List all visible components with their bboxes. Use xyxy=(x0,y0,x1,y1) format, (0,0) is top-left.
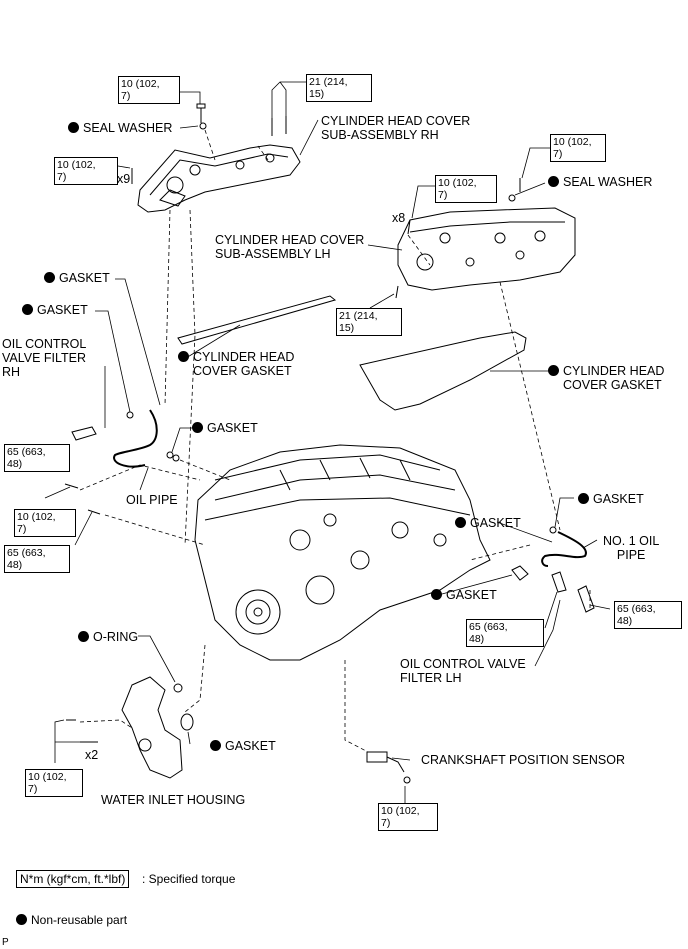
non-reusable-icon xyxy=(431,589,442,600)
cylinder-head-cover-gasket-rh xyxy=(177,295,337,345)
torque-box: 10 (102,7) xyxy=(25,769,83,797)
no1-oil-pipe xyxy=(541,531,587,567)
gasket-small-1 xyxy=(126,411,134,419)
non-reusable-icon xyxy=(178,351,189,362)
bolt-icon xyxy=(64,483,79,489)
label-x9: x9 xyxy=(117,172,131,186)
figure-id: P xyxy=(2,937,9,948)
crankshaft-position-sensor xyxy=(366,751,411,784)
bolt-icon xyxy=(87,509,101,515)
torque-box: 21 (214,15) xyxy=(306,74,372,102)
bolt-icon xyxy=(66,719,98,743)
torque-box: 65 (663,48) xyxy=(4,545,70,573)
legend-torque-unit-box: N*m (kgf*cm, ft.*lbf) xyxy=(16,870,130,888)
torque-box: 10 (102,7) xyxy=(550,134,606,162)
seal-washer-icon xyxy=(199,122,207,130)
legend-non-reusable: Non-reusable part xyxy=(16,913,127,927)
torque-box: 10 (102,7) xyxy=(14,509,76,537)
torque-box: 65 (663,48) xyxy=(4,444,70,472)
gasket-small-5 xyxy=(511,565,529,581)
bolt-icon xyxy=(407,219,411,235)
leader-lines xyxy=(44,81,611,803)
alignment-lines xyxy=(79,129,591,753)
torque-box: 21 (214,15) xyxy=(336,308,402,336)
bolt-icon xyxy=(395,285,399,299)
label-gasket-g: GASKET xyxy=(210,739,276,753)
ocv-filter-rh xyxy=(71,426,97,441)
non-reusable-icon xyxy=(22,304,33,315)
non-reusable-icon xyxy=(578,493,589,504)
label-o-ring: O-RING xyxy=(78,630,138,644)
cylinder-head-cover-gasket-lh xyxy=(359,331,527,411)
non-reusable-icon xyxy=(192,422,203,433)
label-oil-pipe: OIL PIPE xyxy=(126,493,178,507)
water-inlet-housing xyxy=(121,676,183,779)
label-gasket-c: GASKET xyxy=(192,421,258,435)
torque-box: 10 (102,7) xyxy=(378,803,438,831)
cylinder-head-cover-rh xyxy=(137,144,301,213)
gasket-small-2 xyxy=(166,451,174,459)
label-x2: x2 xyxy=(85,748,99,762)
non-reusable-icon xyxy=(455,517,466,528)
label-gasket-d: GASKET xyxy=(578,492,644,506)
cylinder-head-cover-lh xyxy=(397,207,576,291)
label-gasket-f: GASKET xyxy=(431,588,497,602)
label-gasket-b: GASKET xyxy=(22,303,88,317)
bolt-icon xyxy=(196,103,206,123)
torque-box: 10 (102,7) xyxy=(435,175,497,203)
seal-washer-icon xyxy=(508,194,516,202)
non-reusable-icon xyxy=(16,914,27,925)
label-seal-washer-lh: SEAL WASHER xyxy=(548,175,652,189)
ocv-filter-lh xyxy=(577,585,595,613)
non-reusable-icon xyxy=(210,740,221,751)
torque-box: 10 (102,7) xyxy=(118,76,180,104)
oil-pipe-bolt-lh xyxy=(551,571,567,593)
gasket-small-4 xyxy=(549,526,557,534)
o-ring xyxy=(173,683,183,693)
engine-assembly xyxy=(194,444,491,661)
torque-box: 65 (663,48) xyxy=(466,619,544,647)
non-reusable-icon xyxy=(78,631,89,642)
non-reusable-icon xyxy=(548,176,559,187)
gasket-small-3 xyxy=(172,454,180,462)
label-crankshaft-position-sensor: CRANKSHAFT POSITION SENSOR xyxy=(421,753,625,767)
label-seal-washer-rh: SEAL WASHER xyxy=(68,121,172,135)
water-inlet-gasket xyxy=(180,713,194,731)
torque-box: 10 (102,7) xyxy=(54,157,118,185)
torque-box: 65 (663,48) xyxy=(614,601,682,629)
legend-torque-desc: : Specified torque xyxy=(142,872,236,886)
non-reusable-icon xyxy=(68,122,79,133)
label-gasket-e: GASKET xyxy=(455,516,521,530)
bolt-icon xyxy=(271,116,287,136)
label-x8: x8 xyxy=(392,211,406,225)
oil-pipe xyxy=(113,409,158,468)
non-reusable-icon xyxy=(548,365,559,376)
label-gasket-a: GASKET xyxy=(44,271,110,285)
non-reusable-icon xyxy=(44,272,55,283)
label-water-inlet-housing: WATER INLET HOUSING xyxy=(101,793,246,807)
